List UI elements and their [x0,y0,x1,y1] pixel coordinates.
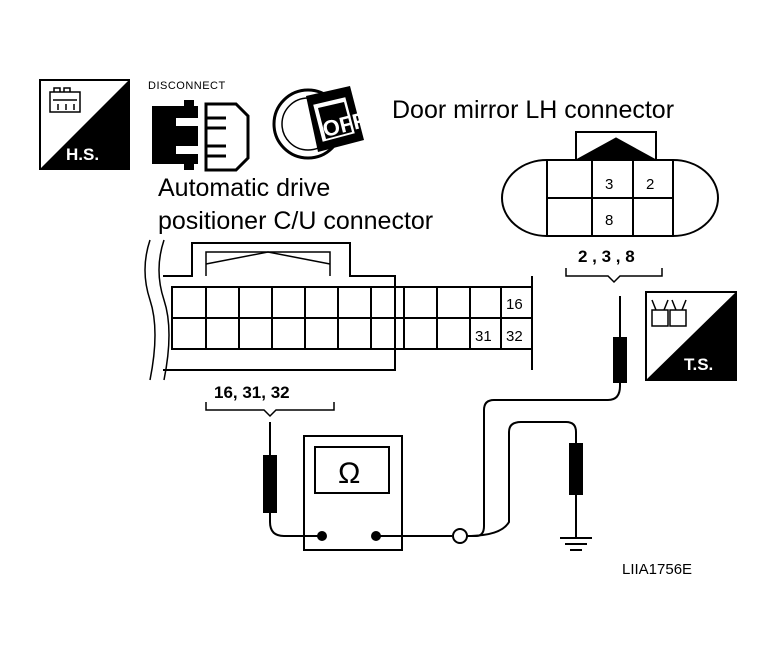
connector-probe-icon [651,299,687,327]
wiring [263,296,627,551]
right-pin-3: 3 [605,176,613,193]
left-pin-31: 31 [475,328,492,345]
right-pin-2: 2 [646,176,654,193]
hs-label: H.S. [66,145,99,164]
left-pin-32: 32 [506,328,523,345]
left-connector-title-line2: positioner C/U connector [158,207,433,235]
left-pins-bracket [205,402,335,418]
disconnect-icon: DISCONNECT [148,80,250,172]
right-pins-bracket [565,268,663,284]
ohmmeter: Ω [303,435,403,551]
ignition-off-icon: OFF [272,86,369,160]
right-pin-8: 8 [605,212,613,229]
ts-label: T.S. [684,355,713,374]
disconnect-label: DISCONNECT [148,80,226,92]
left-connector [144,239,533,381]
hand-stamp-badge: H.S. [39,79,130,170]
left-pin-16: 16 [506,296,523,313]
left-pins-label: 16, 31, 32 [214,383,290,402]
ohm-symbol: Ω [338,457,360,490]
right-connector-title: Door mirror LH connector [392,96,674,124]
reference-code: LIIA1756E [622,561,692,578]
right-connector [501,131,719,237]
right-pins-label: 2 , 3 , 8 [578,247,635,266]
left-connector-title-line1: Automatic drive [158,174,330,202]
test-stamp-badge: T.S. [645,291,737,381]
connector-hand-icon [49,87,81,113]
